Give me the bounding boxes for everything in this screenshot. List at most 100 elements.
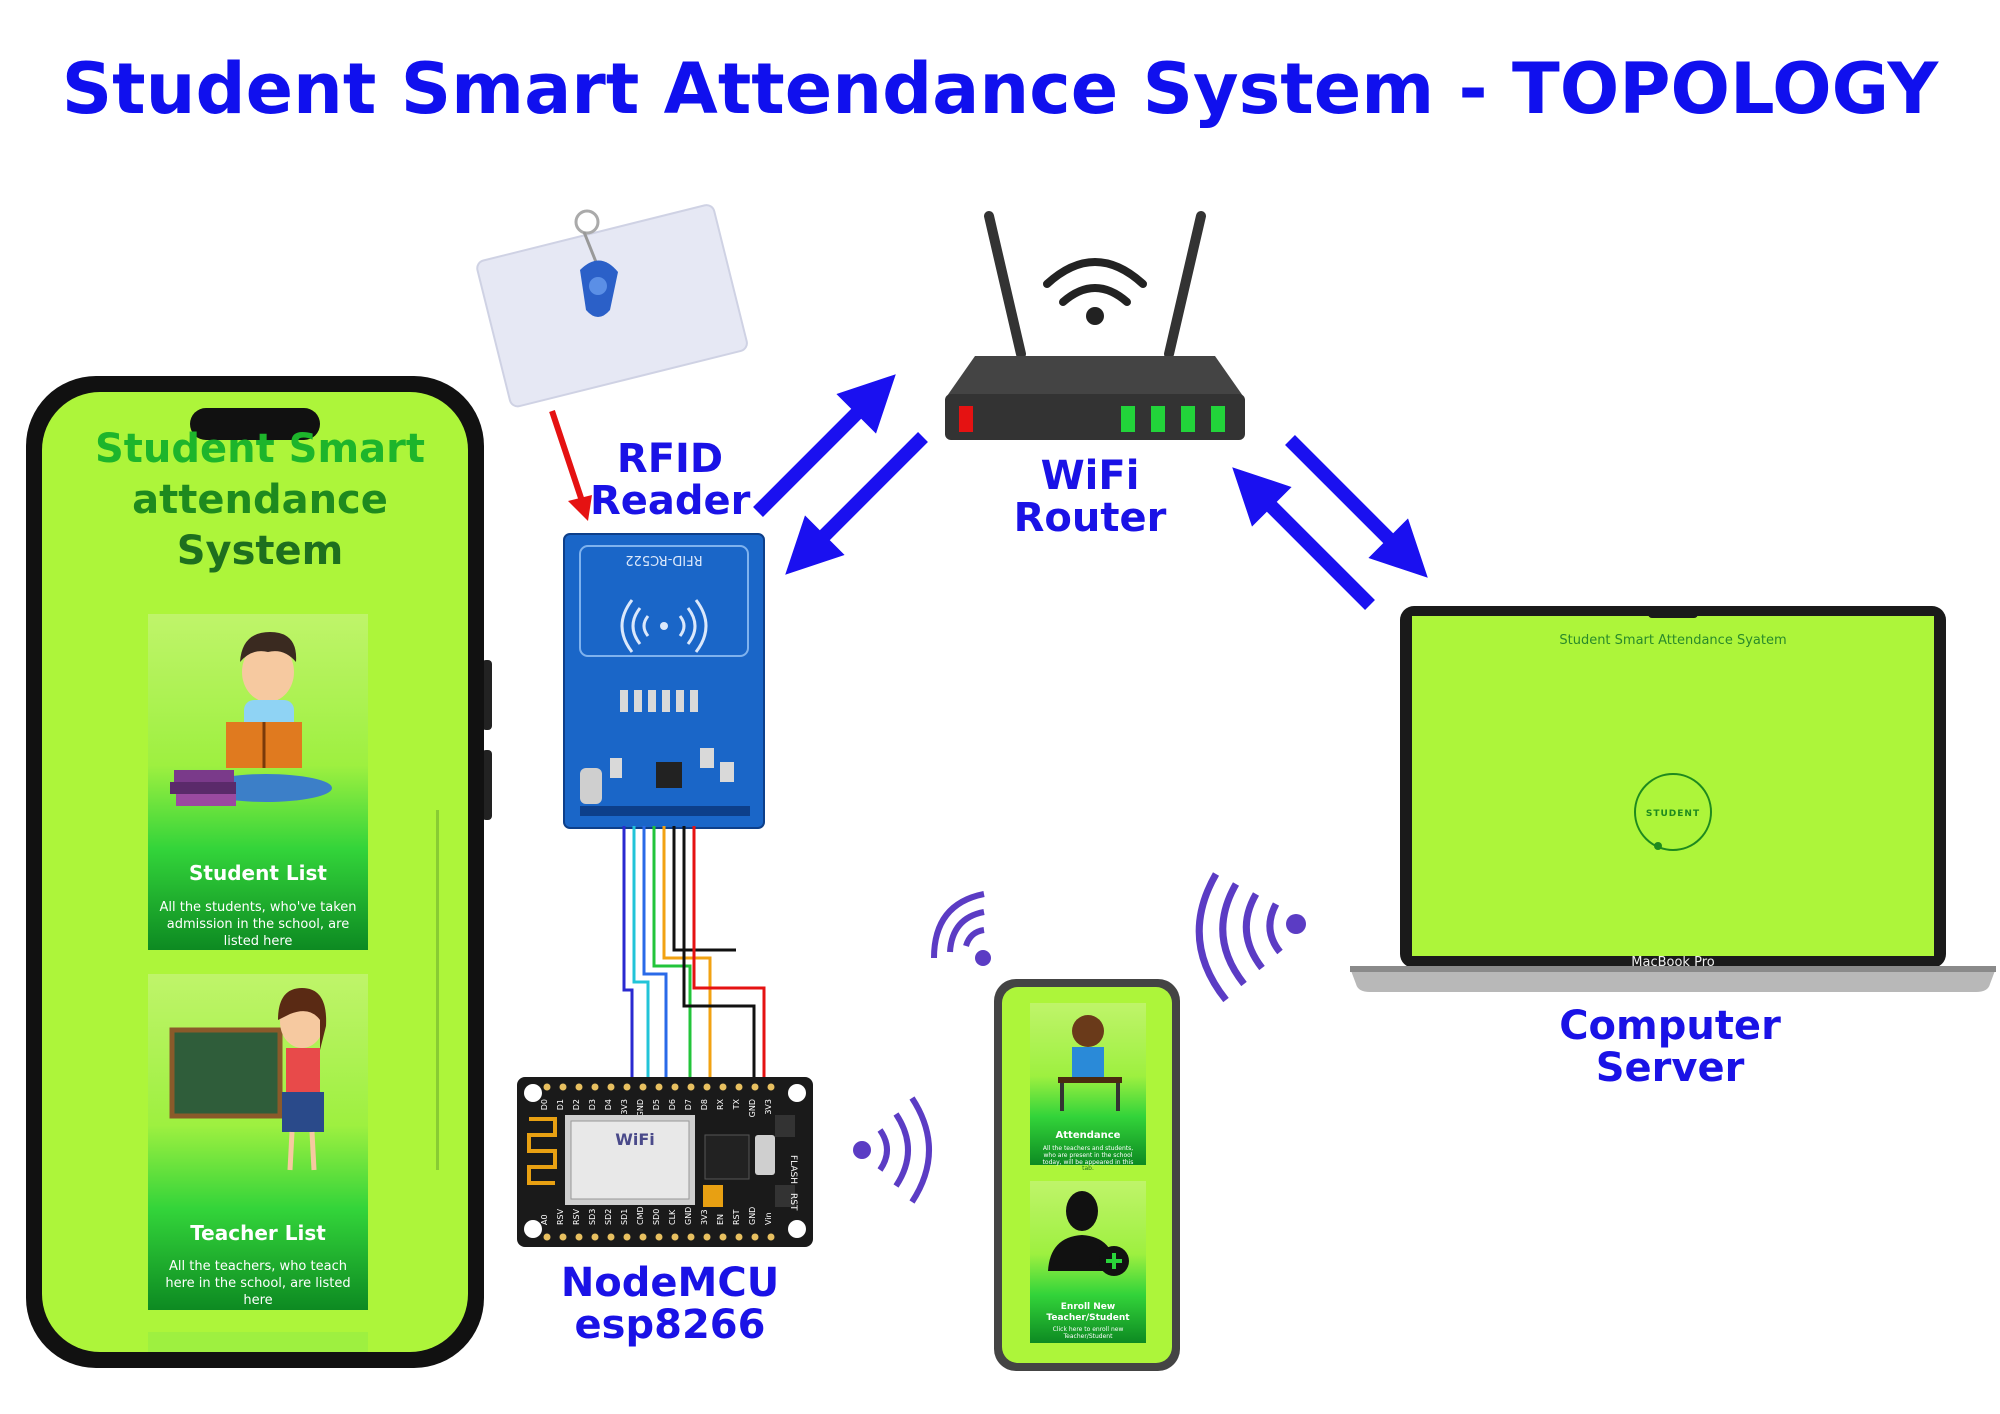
esp-top-pin-hole (767, 1083, 775, 1091)
student-at-desk-icon (1058, 1015, 1122, 1111)
esp-bottom-pin-label: 3V3 (700, 1209, 709, 1225)
esp-bottom-pin-hole (687, 1233, 695, 1241)
wifi-router-device (945, 211, 1245, 440)
esp-bottom-pin-label: SD3 (588, 1209, 597, 1225)
rfid-reader-label-line1: RFID (616, 436, 724, 482)
esp-antenna-icon (527, 1117, 557, 1185)
esp-bottom-pin-hole (703, 1233, 711, 1241)
computer-server-label: Computer Server (1540, 1005, 1800, 1089)
large-phone-illustration: Student Smart attendance System Student … (26, 376, 492, 1368)
wifi-router-label-line1: WiFi (1040, 453, 1140, 499)
arrow-server-to-router (1232, 467, 1375, 610)
attendance-desc-1: All the teachers and students, (1043, 1145, 1133, 1152)
rfid-board-silkscreen: RFID-RC522 (625, 552, 702, 567)
enroll-title-2: Teacher/Student (1046, 1313, 1130, 1323)
esp-top-pin-hole (623, 1083, 631, 1091)
student-list-desc-3: listed here (224, 934, 293, 949)
esp-top-pin-hole (751, 1083, 759, 1091)
phone-notch (190, 408, 320, 440)
nodemcu-label-line2: esp8266 (574, 1302, 766, 1348)
esp-top-pin-label: D1 (556, 1099, 565, 1110)
card-tap-arrow (549, 410, 592, 521)
esp-top-pin-label: 3V3 (620, 1099, 629, 1115)
arrow-rfid-to-router (753, 374, 896, 517)
esp-bottom-pin-hole (719, 1233, 727, 1241)
esp-top-pin-label: RX (716, 1098, 725, 1110)
esp-bottom-pin-hole (751, 1233, 759, 1241)
esp-bottom-pin-hole (735, 1233, 743, 1241)
esp-bottom-pin-label: GND (684, 1207, 693, 1225)
esp-module-text: WiFi (615, 1130, 655, 1149)
arrow-router-to-rfid (785, 432, 928, 575)
enroll-card[interactable]: Enroll New Teacher/Student Click here to… (1030, 1181, 1146, 1343)
student-list-desc-2: admission in the school, are (167, 917, 349, 932)
esp-bottom-pin-label: SD2 (604, 1209, 613, 1225)
esp-top-pin-label: D0 (540, 1099, 549, 1110)
esp-top-pin-hole (735, 1083, 743, 1091)
esp-bottom-pin-label: EN (716, 1214, 725, 1225)
app-title-line1: Student Smart (95, 426, 425, 472)
esp-top-pin-hole (559, 1083, 567, 1091)
add-person-icon (1048, 1191, 1129, 1276)
esp-rst-label: RST (788, 1193, 798, 1211)
esp-bottom-pin-label: RST (732, 1209, 741, 1225)
esp-top-pin-label: 3V3 (764, 1099, 773, 1115)
esp-bottom-pin-hole (543, 1233, 551, 1241)
rfid-antenna-waves-icon (620, 599, 708, 653)
esp-top-pin-hole (703, 1083, 711, 1091)
esp-bottom-pin-hole (639, 1233, 647, 1241)
teacher-list-desc-1: All the teachers, who teach (169, 1259, 347, 1274)
router-led-3 (1181, 406, 1195, 432)
router-led-1 (1121, 406, 1135, 432)
esp-top-pin-label: GND (636, 1099, 645, 1117)
esp-bottom-pin-hole (559, 1233, 567, 1241)
laptop-screen (1412, 616, 1934, 956)
esp-top-pin-label: D2 (572, 1099, 581, 1110)
esp-bottom-pin-label: A0 (540, 1214, 549, 1225)
nodemcu-label: NodeMCU esp8266 (540, 1262, 800, 1346)
esp-top-pin-label: TX (732, 1098, 741, 1110)
esp-top-pin-hole (543, 1083, 551, 1091)
esp-bottom-pin-label: CMD (636, 1206, 645, 1225)
student-reading-icon (170, 632, 332, 806)
esp-top-pin-label: D5 (652, 1099, 661, 1110)
esp-top-pin-label: D3 (588, 1099, 597, 1110)
esp-bottom-pin-hole (575, 1233, 583, 1241)
esp-top-pin-hole (719, 1083, 727, 1091)
esp-top-pin-hole (687, 1083, 695, 1091)
teacher-chalkboard-icon (169, 988, 327, 1171)
teacher-list-desc-2: here in the school, are listed (165, 1276, 350, 1291)
teacher-list-title: Teacher List (190, 1221, 326, 1245)
wifi-router-label-line2: Router (1013, 495, 1167, 541)
router-wifi-signal-icon (1043, 258, 1147, 306)
esp-top-pin-hole (591, 1083, 599, 1091)
attendance-desc-4: tab. (1082, 1165, 1094, 1172)
student-list-desc-1: All the students, who've taken (159, 900, 356, 915)
rfid-reader-label: RFID Reader (590, 438, 750, 522)
student-list-card[interactable]: Student List All the students, who've ta… (148, 614, 368, 950)
app-title-line2: attendance (132, 477, 388, 523)
enroll-desc-1: Click here to enroll new (1053, 1326, 1124, 1333)
diagram-title: Student Smart Attendance System - TOPOLO… (61, 48, 1939, 130)
esp-wifi-signal-icon (853, 1096, 932, 1204)
teacher-list-desc-3: here (243, 1293, 272, 1308)
esp-top-pin-label: D4 (604, 1099, 613, 1110)
phone-wifi-signal-icon (931, 891, 991, 966)
student-list-title: Student List (189, 861, 327, 885)
teacher-list-card[interactable]: Teacher List All the teachers, who teach… (148, 974, 368, 1310)
esp-bottom-pin-label: RSV (572, 1208, 581, 1225)
app-title-line3: System (177, 528, 344, 574)
router-antenna-right (1164, 211, 1206, 359)
router-led-2 (1151, 406, 1165, 432)
esp-bottom-pin-label: Vin (764, 1212, 773, 1225)
esp-top-pin-label: GND (748, 1099, 757, 1117)
router-antenna-left (984, 211, 1026, 359)
rfid-card-and-tag-icon (476, 204, 748, 408)
esp-bottom-pin-label: SD1 (620, 1209, 629, 1225)
esp-bottom-pin-label: RSV (556, 1208, 565, 1225)
attendance-card[interactable]: Attendance All the teachers and students… (1030, 1003, 1146, 1166)
wifi-router-label: WiFi Router (990, 455, 1190, 539)
attendance-desc-2: who are present in the school (1044, 1152, 1133, 1159)
esp-bottom-pin-hole (607, 1233, 615, 1241)
